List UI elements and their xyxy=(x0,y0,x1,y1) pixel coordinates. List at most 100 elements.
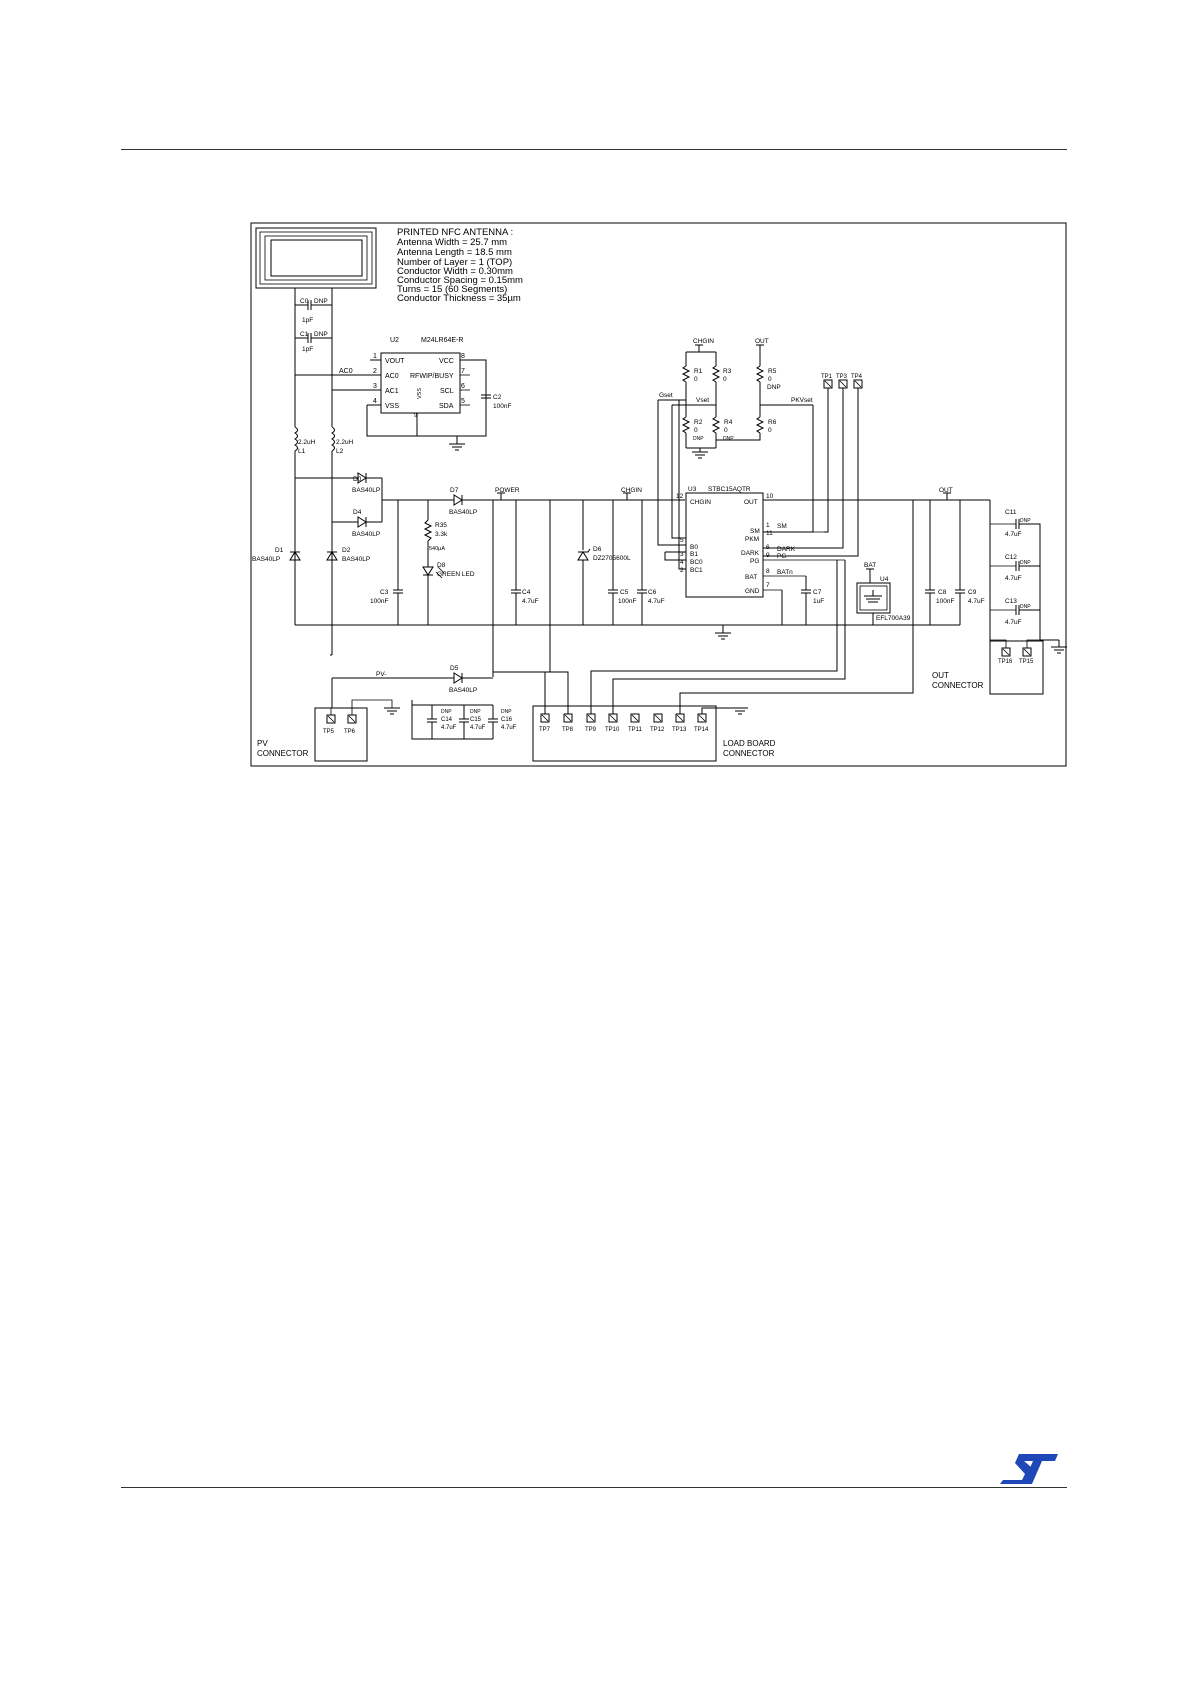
r4-ref: R4 xyxy=(724,419,733,426)
u3-pin-num: 5 xyxy=(680,537,684,544)
c0-ref: C0 xyxy=(300,298,309,305)
c14-ref: C14 xyxy=(441,717,453,723)
net-ac0: AC0 xyxy=(339,368,353,375)
r2-value: 0 xyxy=(694,427,698,434)
u2-pin-name: AC1 xyxy=(385,388,399,395)
c16-ref: C16 xyxy=(501,717,513,723)
c14-dnp: DNP xyxy=(441,709,452,715)
c1-ref: C1 xyxy=(300,331,309,338)
pv-connector-label-1: PV xyxy=(257,739,268,748)
tp6-label: TP6 xyxy=(344,729,356,735)
tp7-label: TP7 xyxy=(539,727,551,733)
d8-part: GREEN LED xyxy=(437,571,475,578)
st-logo-s-shape xyxy=(1000,1454,1035,1484)
antenna-note-line: Antenna Width = 25.7 mm xyxy=(397,237,507,248)
u2-pin-num: 4 xyxy=(373,398,377,405)
header-rule xyxy=(121,149,1067,150)
rectifier-diodes xyxy=(289,472,550,677)
net-pkvset: PKVset xyxy=(791,397,813,404)
c15-dnp: DNP xyxy=(470,709,481,715)
d2-part: BAS40LP xyxy=(342,556,370,563)
antenna-note-line: Conductor Thickness = 35µm xyxy=(397,293,521,304)
tp11-label: TP11 xyxy=(628,727,643,733)
u2-pad-num: 9 xyxy=(414,413,417,419)
u2-pin-name: SCL xyxy=(440,388,454,395)
l2-value: 2.2uH xyxy=(336,439,354,446)
u2-ref: U2 xyxy=(390,337,399,344)
net-vset: Vset xyxy=(696,397,709,404)
tp4-label: TP4 xyxy=(851,374,863,380)
load-connector-label-1: LOAD BOARD xyxy=(723,739,776,748)
l1-value: 2.2uH xyxy=(298,439,316,446)
r35-value: 3.3k xyxy=(435,531,448,538)
c13-value: 4.7uF xyxy=(1005,619,1022,626)
l2-ref: L2 xyxy=(336,448,344,455)
top-test-points xyxy=(763,379,863,557)
c4-value: 4.7uF xyxy=(522,598,539,605)
c7-ref: C7 xyxy=(813,589,822,596)
u3-pin-name: GND xyxy=(745,588,760,595)
out-connector xyxy=(989,639,1044,695)
load-connector xyxy=(493,500,914,762)
u2-pin-num: 3 xyxy=(373,383,377,390)
chgin-network xyxy=(549,492,685,672)
c4-ref: C4 xyxy=(522,589,531,596)
tp10-label: TP10 xyxy=(605,727,620,733)
c14-value: 4.7uF xyxy=(441,725,457,731)
out-connector-label-2: CONNECTOR xyxy=(932,681,984,690)
c8-value: 100nF xyxy=(936,598,954,605)
c0-dnp: DNP xyxy=(314,298,328,305)
u2-pin-name: VSS xyxy=(385,403,399,410)
r5-ref: R5 xyxy=(768,368,777,375)
c9-value: 4.7uF xyxy=(968,598,985,605)
d0-part: BAS40LP xyxy=(352,487,380,494)
net-sm: SM xyxy=(777,523,787,530)
antenna-note-line: Number of Layer = 1 (TOP) xyxy=(397,257,512,268)
u2-pad-label: VSS xyxy=(417,388,423,399)
u3-pin-num: 8 xyxy=(766,568,770,575)
u2-pin-num: 7 xyxy=(461,368,465,375)
battery-u4 xyxy=(844,560,891,625)
r5-value: 0 xyxy=(768,376,772,383)
net-batn: BATn xyxy=(777,569,793,576)
u2-pin-num: 8 xyxy=(461,353,465,360)
r3-ref: R3 xyxy=(723,368,732,375)
c11-ref: C11 xyxy=(1005,509,1017,516)
r6-ref: R6 xyxy=(768,419,777,426)
u4-ref: U4 xyxy=(880,576,889,583)
footer-rule xyxy=(121,1487,1067,1488)
d0-ref: D0 xyxy=(353,476,362,483)
tp8-label: TP8 xyxy=(562,727,574,733)
r3-value: 0 xyxy=(723,376,727,383)
d2-ref: D2 xyxy=(342,547,351,554)
u2-pin-num: 2 xyxy=(373,368,377,375)
c6-value: 4.7uF xyxy=(648,598,665,605)
d5-part: BAS40LP xyxy=(449,687,477,694)
d1-ref: D1 xyxy=(275,547,284,554)
d7-part: BAS40LP xyxy=(449,509,477,516)
antenna-note-line: Turns = 15 (60 Segments) xyxy=(397,284,507,295)
u3-pin-num: 12 xyxy=(676,493,684,500)
u3-pin-num: 1 xyxy=(766,522,770,529)
u3-pin-name: SM xyxy=(750,528,760,535)
c0-value: 1pF xyxy=(302,317,313,324)
u3-pin-name: PKM xyxy=(745,536,759,543)
u3-pin-name: BAT xyxy=(745,574,757,581)
c2-ref: C2 xyxy=(493,394,502,401)
u3-pin-name: DARK xyxy=(741,550,760,557)
u3-part: STBC15AQTR xyxy=(708,486,751,493)
tp9-label: TP9 xyxy=(585,727,597,733)
u3-pin-num: 10 xyxy=(766,493,774,500)
net-out-top: OUT xyxy=(755,338,769,345)
antenna-notes-title: PRINTED NFC ANTENNA : xyxy=(397,227,513,238)
u2-pin-name: SDA xyxy=(439,403,454,410)
c12-dnp: DNP xyxy=(1020,560,1031,566)
ground-bus xyxy=(295,624,911,640)
u3-pin-name: OUT xyxy=(744,499,758,506)
antenna-note-line: Conductor Width = 0.30mm xyxy=(397,266,513,277)
left-rails xyxy=(294,300,335,655)
tp14-label: TP14 xyxy=(694,727,709,733)
c1-value: 1pF xyxy=(302,346,313,353)
r4-value: 0 xyxy=(724,427,728,434)
out-connector-label-1: OUT xyxy=(932,671,949,680)
